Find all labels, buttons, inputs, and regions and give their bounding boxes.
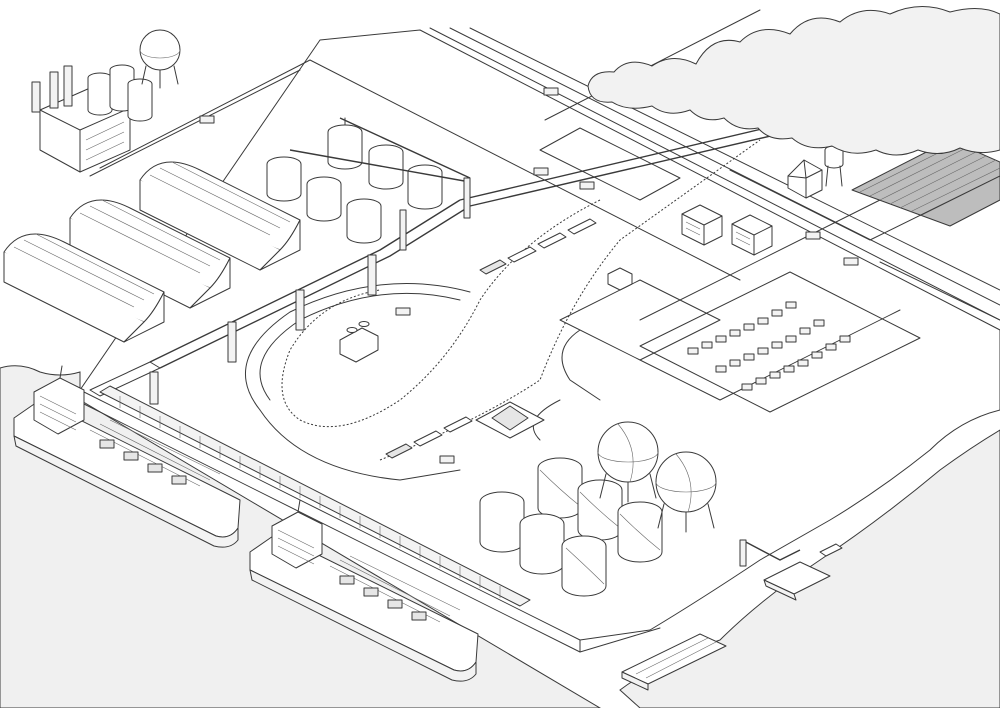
lpg-sphere-icon — [597, 421, 659, 503]
guard-house — [607, 267, 633, 291]
factory-icon — [31, 64, 153, 173]
storage-silo-icon — [368, 144, 404, 190]
pump-unit — [339, 321, 379, 363]
oil-tank-icon — [519, 513, 565, 575]
storage-silo-icon — [407, 164, 443, 210]
warehouse-dome-icon — [3, 233, 165, 343]
train-icon — [385, 416, 473, 459]
oil-tank-icon — [537, 457, 583, 519]
quay-wall — [99, 385, 531, 607]
cargo-ship-icon — [249, 499, 479, 682]
rail-track-main — [379, 139, 761, 461]
storage-silo-icon — [346, 198, 382, 244]
cloud-icon — [587, 6, 1000, 156]
storage-silo-icon — [306, 176, 342, 222]
office-building-icon — [681, 204, 723, 246]
oil-tank-icon — [617, 501, 663, 563]
warehouses — [3, 161, 301, 343]
oil-tanks — [479, 457, 663, 597]
hopper-station — [475, 401, 545, 439]
gas-sphere-icon — [139, 29, 181, 89]
water-tower-icon — [824, 145, 844, 187]
storage-silo-icon — [327, 117, 363, 170]
warehouse-dome-icon — [139, 161, 301, 271]
fence — [729, 169, 1000, 321]
cargo-ship-icon — [13, 365, 241, 548]
oil-tank-icon — [479, 491, 525, 553]
storage-silo-icon — [266, 156, 302, 202]
trucks — [199, 87, 859, 464]
parking-lot-icon — [639, 271, 921, 413]
jetty — [739, 539, 801, 567]
lpg-sphere-icon — [655, 451, 717, 533]
train-icon — [479, 218, 597, 275]
farm-barn-icon — [787, 159, 823, 199]
office-building-icon — [731, 214, 773, 256]
tugboat-icon — [763, 561, 831, 601]
small-boat — [819, 543, 843, 557]
storage-silos — [266, 117, 471, 251]
oil-tank-icon — [561, 535, 607, 597]
barge-icon — [621, 633, 727, 691]
parked-cars — [687, 301, 851, 391]
oil-tank-icon — [577, 479, 623, 541]
crop-field-icon — [851, 139, 1000, 227]
factory-windows — [85, 121, 125, 161]
